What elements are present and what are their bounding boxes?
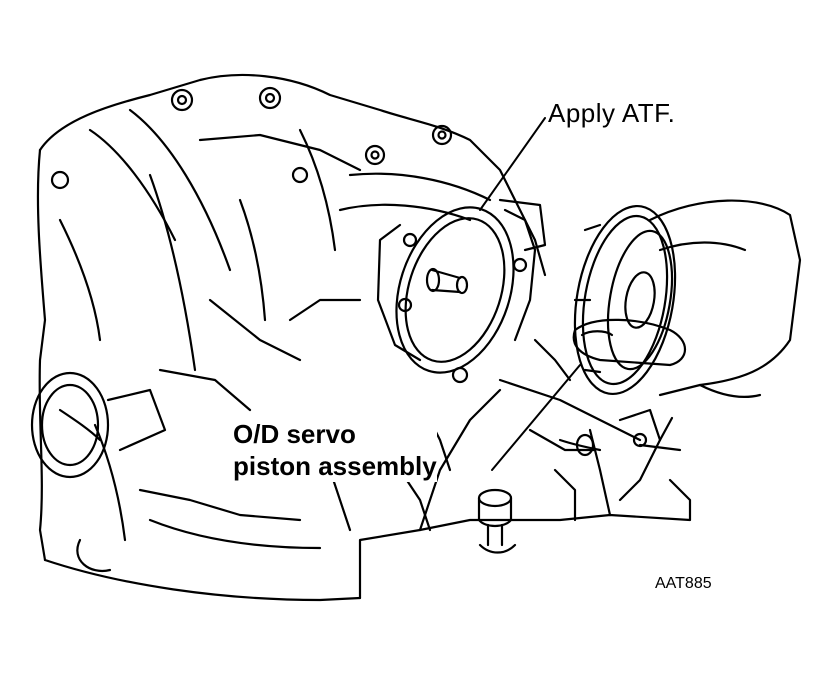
servo-label-line1: O/D servo: [233, 419, 356, 449]
hand: [572, 199, 802, 399]
servo-piston-label: O/D servo piston assembly: [233, 418, 437, 482]
transmission-case: [36, 73, 692, 602]
servo-piston: [573, 204, 677, 396]
servo-label-line2: piston assembly: [233, 451, 437, 481]
plug-bolt: [477, 488, 517, 554]
leader-lines: [479, 117, 581, 471]
figure-code: AAT885: [655, 575, 712, 593]
case-bore: [30, 371, 167, 479]
apply-atf-label: Apply ATF.: [548, 98, 676, 129]
piston-rod: [425, 267, 469, 295]
servo-retainer: [338, 172, 547, 384]
